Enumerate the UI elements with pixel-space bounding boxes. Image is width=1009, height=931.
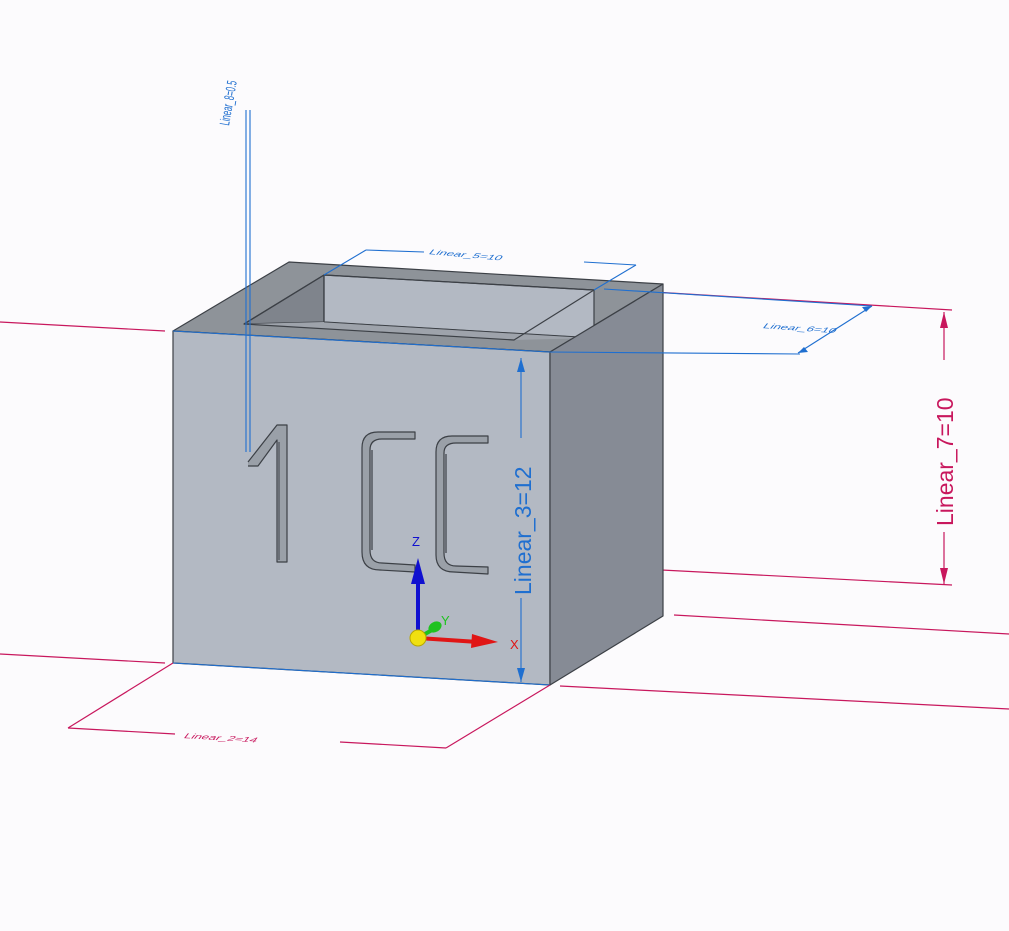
z-axis-arrow xyxy=(411,558,425,638)
z-axis-label: Z xyxy=(412,534,420,549)
driven-dimension-lines xyxy=(172,110,873,686)
dimension-linear-2-label[interactable]: Linear_2=14 xyxy=(182,732,260,744)
y-axis-label: Y xyxy=(441,613,450,628)
engraved-letter-c-1 xyxy=(361,431,416,573)
driven-dimension-arrows xyxy=(517,306,872,682)
reference-dimension-arrows xyxy=(940,312,948,584)
x-axis-label: X xyxy=(510,637,519,652)
engraved-digit-1 xyxy=(247,424,288,563)
dimension-linear-7-label[interactable]: Linear_7=10 xyxy=(932,397,958,526)
engraved-letter-c-2 xyxy=(435,435,489,575)
right-face[interactable] xyxy=(549,283,664,686)
engraved-text xyxy=(247,424,489,575)
pocket-floor-shadow xyxy=(244,322,594,340)
coordinate-triad[interactable]: Z Y X xyxy=(409,534,519,652)
reference-dimension-lines xyxy=(67,312,945,749)
x-axis-arrow xyxy=(417,634,498,648)
dimension-linear-3-label[interactable]: Linear_3=12 xyxy=(510,466,536,595)
origin-point-icon xyxy=(409,629,427,647)
